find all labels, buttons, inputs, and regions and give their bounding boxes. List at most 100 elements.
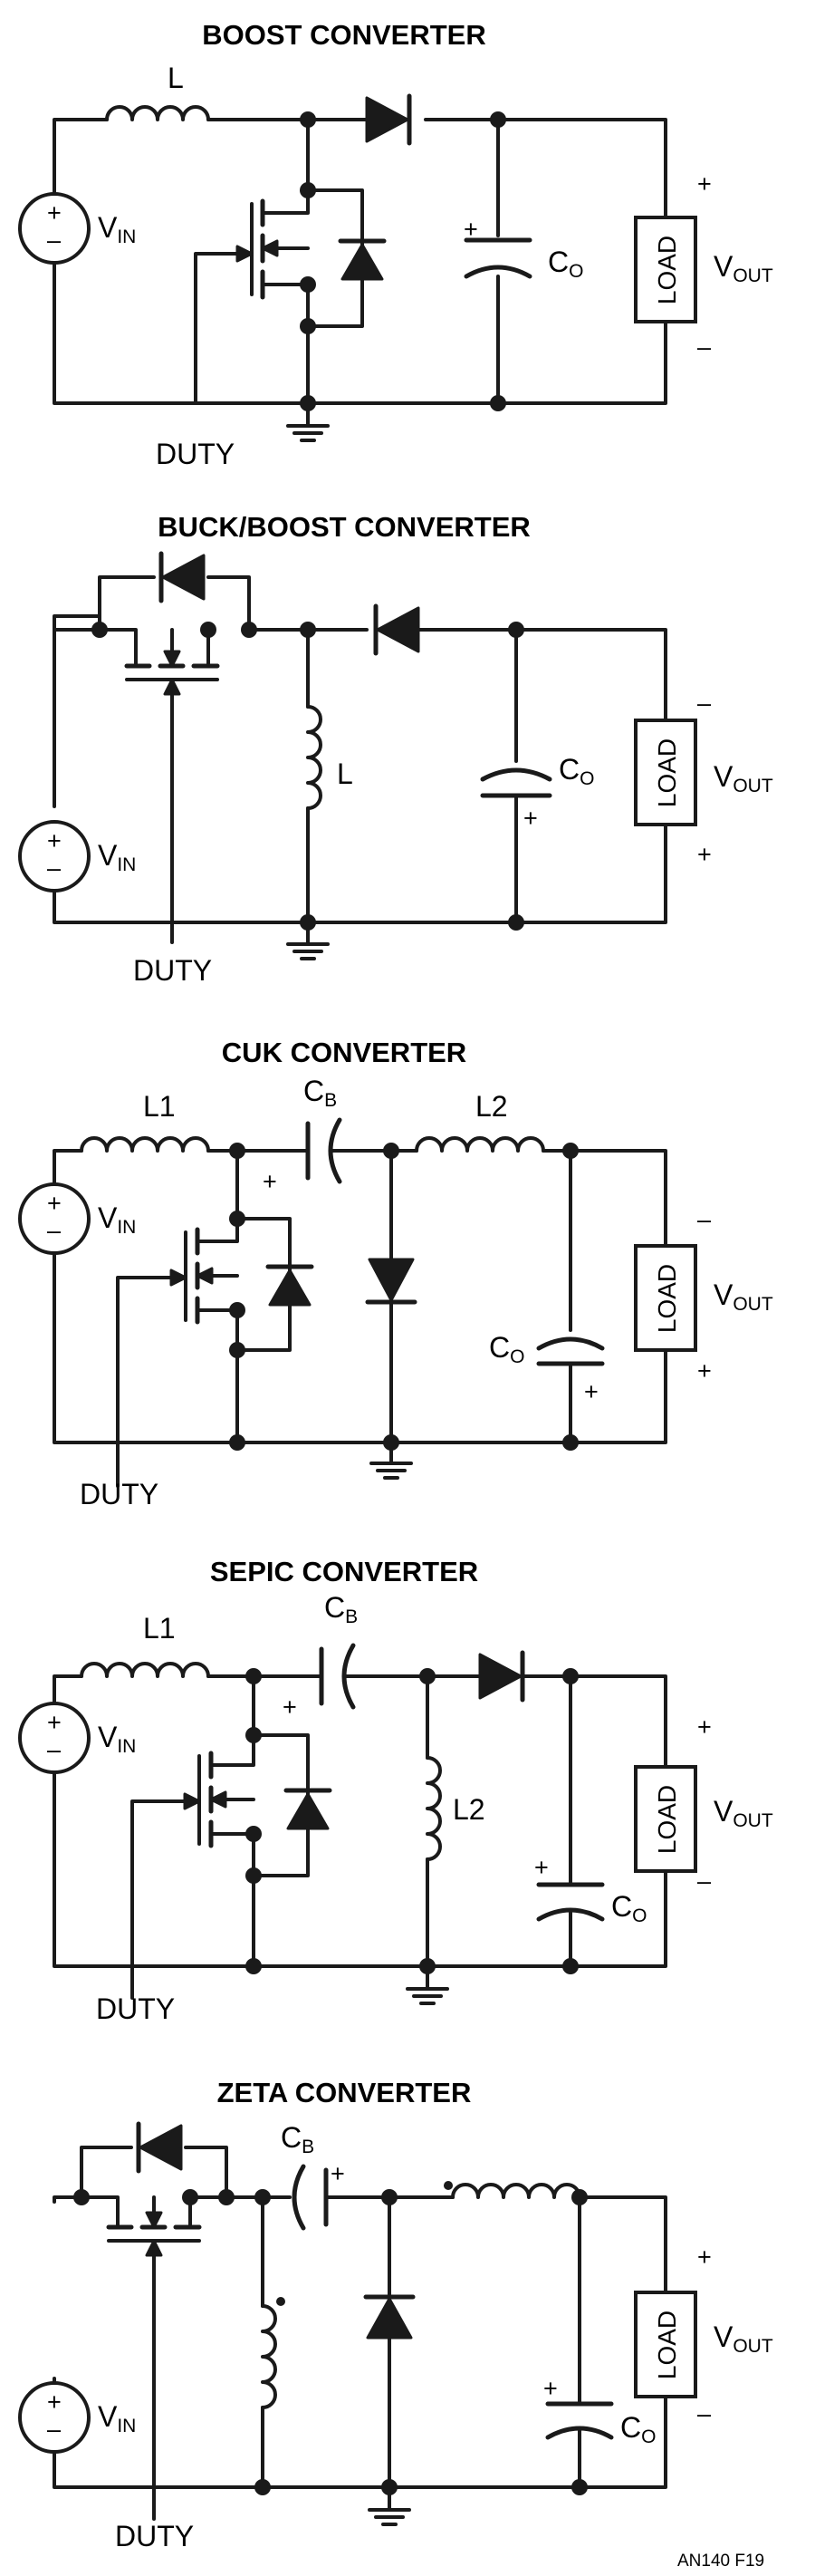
- boost-wire-left-top: [53, 118, 109, 197]
- cuk-diode: [368, 1258, 415, 1302]
- buckboost-inductor-l: [306, 705, 322, 810]
- buckboost-vout-plus: +: [697, 841, 712, 868]
- sepic-l2-label: L2: [453, 1793, 485, 1826]
- sepic-cb-plus: +: [283, 1693, 297, 1721]
- boost-load: [634, 216, 697, 323]
- buckboost-output-capacitor: [480, 767, 552, 782]
- zeta-vout-plus: +: [697, 2243, 712, 2271]
- boost-cap-plus: +: [464, 216, 478, 243]
- buckboost-converter-schematic: BUCK/BOOST CONVERTER: [18, 511, 697, 960]
- boost-converter-schematic: BOOST CONVERTER: [18, 19, 697, 442]
- zeta-vout-label: VOUT: [714, 2320, 773, 2357]
- zeta-vin-minus: –: [47, 2416, 61, 2443]
- sepic-body-diode: [286, 1792, 330, 1830]
- boost-wire-bottom: [53, 261, 667, 405]
- boost-cap-label: CO: [548, 246, 583, 282]
- sepic-duty-label: DUTY: [96, 1992, 175, 2025]
- cuk-output-capacitor: [536, 1336, 605, 1351]
- buckboost-body-diode: [161, 554, 206, 601]
- boost-vin-label: VIN: [98, 211, 136, 247]
- cuk-inductor-l2: [415, 1136, 545, 1153]
- buckboost-vin-label: VIN: [98, 839, 136, 875]
- cuk-vin-source-icon: [18, 1182, 91, 1255]
- sepic-duty-wire: [130, 1799, 201, 2000]
- buckboost-vin-minus: –: [47, 854, 61, 882]
- zeta-vin-source-icon: [18, 2381, 91, 2454]
- sepic-load: [634, 1765, 697, 1873]
- buckboost-cap-label: CO: [559, 753, 594, 789]
- sepic-vin-label: VIN: [98, 1721, 136, 1757]
- cuk-inductor-l1: [80, 1136, 210, 1153]
- zeta-diode: [366, 2297, 413, 2340]
- sepic-title: SEPIC CONVERTER: [210, 1556, 478, 1587]
- sepic-inductor-l2: [426, 1756, 442, 1861]
- cuk-l2-label: L2: [475, 1090, 508, 1123]
- sepic-l1-label: L1: [143, 1612, 176, 1645]
- zeta-title: ZETA CONVERTER: [217, 2077, 472, 2108]
- cuk-title: CUK CONVERTER: [222, 1037, 466, 1068]
- cuk-l1-label: L1: [143, 1090, 176, 1123]
- buckboost-diode: [376, 606, 420, 653]
- cuk-vin-plus: +: [47, 1190, 62, 1217]
- cuk-vout-minus: –: [697, 1206, 711, 1233]
- boost-title: BOOST CONVERTER: [202, 19, 485, 51]
- boost-vout-plus: +: [697, 170, 712, 198]
- buckboost-load-label: LOAD: [653, 738, 681, 807]
- boost-vin-minus: –: [47, 227, 61, 254]
- sepic-vout-plus: +: [697, 1713, 712, 1741]
- cuk-load: [634, 1244, 697, 1352]
- boost-vout-minus: –: [697, 333, 711, 361]
- sepic-converter-schematic: SEPIC CONVERTER: [18, 1556, 697, 2005]
- sepic-inductor-l1: [80, 1662, 210, 1678]
- buckboost-cap-plus: +: [523, 805, 538, 832]
- cuk-cb-plus: +: [263, 1168, 277, 1195]
- zeta-converter-schematic: ZETA CONVERTER: [18, 2077, 697, 2526]
- zeta-vin-label: VIN: [98, 2400, 136, 2436]
- boost-inductor-label: L: [168, 62, 184, 94]
- buckboost-vout-minus: –: [697, 690, 711, 717]
- zeta-load-label: LOAD: [653, 2311, 681, 2379]
- boost-duty-label: DUTY: [156, 438, 235, 470]
- cuk-vin-label: VIN: [98, 1201, 136, 1238]
- cuk-duty-label: DUTY: [80, 1478, 158, 1510]
- zeta-vout-minus: –: [697, 2400, 711, 2427]
- buckboost-title: BUCK/BOOST CONVERTER: [158, 511, 531, 543]
- cuk-cap-plus: +: [584, 1378, 599, 1405]
- boost-inductor-l: [105, 105, 210, 121]
- zeta-duty-label: DUTY: [115, 2520, 194, 2552]
- boost-duty-wire: [194, 252, 254, 405]
- zeta-output-inductor: [451, 2183, 581, 2199]
- boost-vin-plus: +: [47, 199, 62, 227]
- zeta-cb-label: CB: [281, 2121, 314, 2157]
- boost-vin-source-icon: [18, 192, 91, 265]
- cuk-vout-label: VOUT: [714, 1278, 773, 1315]
- boost-body-diode: [340, 243, 384, 281]
- zeta-polarity-dot-input-inductor: [276, 2297, 285, 2306]
- buckboost-vout-label: VOUT: [714, 760, 773, 796]
- zeta-vin-plus: +: [47, 2388, 62, 2416]
- zeta-polarity-dot-output-inductor: [444, 2181, 453, 2190]
- zeta-load: [634, 2291, 697, 2398]
- cuk-vout-plus: +: [697, 1357, 712, 1384]
- zeta-body-diode: [139, 2124, 183, 2171]
- buckboost-vin-source-icon: [18, 820, 91, 892]
- zeta-cb-plus: +: [331, 2160, 345, 2187]
- sepic-cap-plus: +: [534, 1854, 549, 1881]
- cuk-vin-minus: –: [47, 1217, 61, 1244]
- sepic-vout-minus: –: [697, 1867, 711, 1895]
- buckboost-load: [634, 719, 697, 826]
- cuk-cap-label: CO: [489, 1331, 524, 1367]
- boost-load-label: LOAD: [653, 236, 681, 304]
- cuk-body-diode: [268, 1269, 312, 1307]
- sepic-diode: [478, 1653, 523, 1700]
- sepic-cap-label: CO: [611, 1890, 647, 1926]
- boost-wire-top-right: [424, 118, 667, 219]
- buckboost-vin-plus: +: [47, 827, 62, 854]
- cuk-cb-label: CB: [303, 1075, 337, 1111]
- cuk-converter-schematic: CUK CONVERTER: [18, 1037, 697, 1488]
- zeta-cap-plus: +: [543, 2375, 558, 2402]
- sepic-vout-label: VOUT: [714, 1795, 773, 1831]
- boost-diode: [365, 96, 409, 143]
- zeta-cap-label: CO: [620, 2411, 656, 2447]
